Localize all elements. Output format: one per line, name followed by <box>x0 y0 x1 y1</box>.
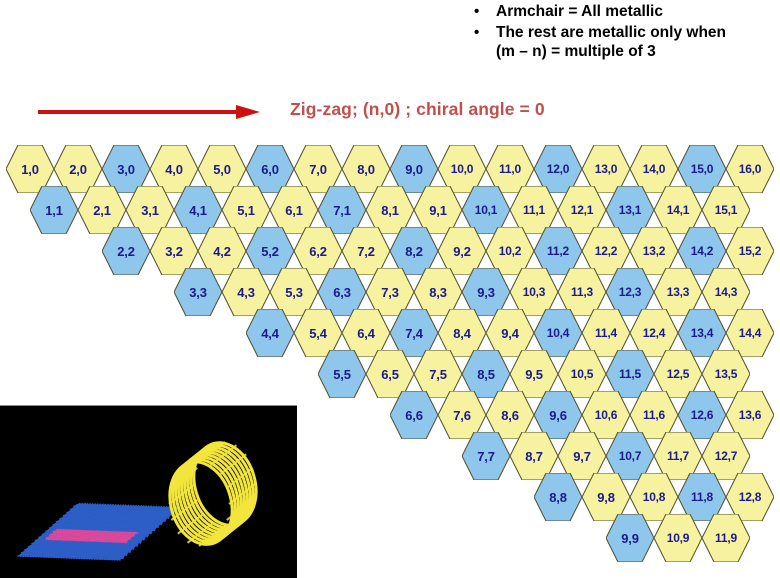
bullet-marker-icon: • <box>474 23 480 41</box>
bullet-item: • Armchair = All metallic <box>474 2 774 22</box>
hexagon-cell[interactable]: 9,9 <box>606 514 654 562</box>
hexagon-cell[interactable]: 3,3 <box>174 268 222 316</box>
hexagon-cell[interactable]: 1,1 <box>30 186 78 234</box>
hexagon-cell[interactable]: 5,5 <box>318 350 366 398</box>
bullet-marker-icon: • <box>474 3 480 20</box>
nanotube-illustration <box>0 405 297 578</box>
bullet-list: • Armchair = All metallic • The rest are me… <box>474 2 774 63</box>
bullet-line: (m – n) = multiple of 3 <box>496 43 656 60</box>
hexagon-cell[interactable]: 6,6 <box>390 391 438 439</box>
page-title: Zig-zag; (n,0) ; chiral angle = 0 <box>290 99 545 119</box>
hexagon-cell[interactable]: 8,8 <box>534 473 582 521</box>
bullet-item: • The rest are metallic only when (m – n) … <box>474 23 774 62</box>
bullet-line: Armchair = All metallic <box>496 3 663 20</box>
hexagon-cell[interactable]: 7,7 <box>462 432 510 480</box>
hexagon-cell[interactable]: 2,2 <box>102 227 150 275</box>
hexagon-cell[interactable]: 11,9 <box>702 514 750 562</box>
bullet-text: The rest are metallic only when (m – n) =… <box>496 23 774 62</box>
rightward-arrow-icon <box>38 104 260 120</box>
bullet-line: The rest are metallic only when <box>496 23 726 41</box>
bullet-text: Armchair = All metallic <box>496 2 774 22</box>
hexagon-cell[interactable]: 10,9 <box>654 514 702 562</box>
hexagon-cell[interactable]: 4,4 <box>246 309 294 357</box>
